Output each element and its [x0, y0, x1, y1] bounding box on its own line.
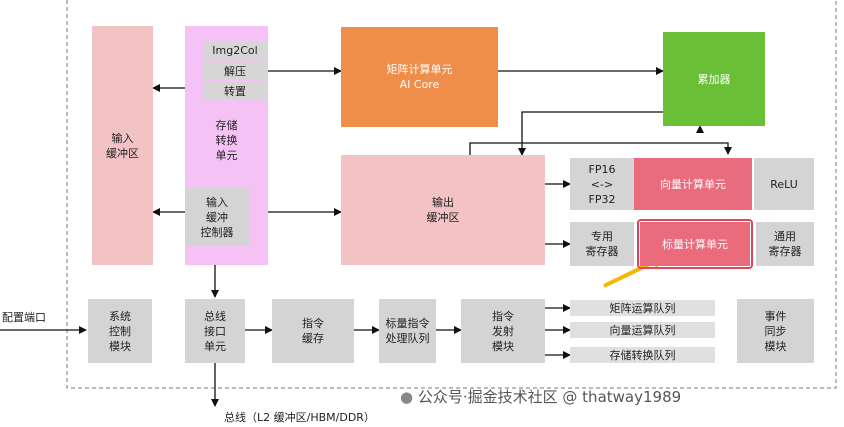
output-buffer: 输出 缓冲区 — [341, 155, 545, 265]
outer-dashed-frame — [66, 0, 837, 389]
event-sync-module: 事件 同步 模块 — [737, 299, 814, 363]
fp16-fp32-converter: FP16 <-> FP32 — [570, 158, 634, 210]
relu-unit: ReLU — [754, 158, 814, 210]
instruction-cache: 指令 缓存 — [272, 299, 354, 363]
arrow-output-to-vector — [469, 142, 732, 155]
decompress-box: 解压 — [203, 62, 267, 79]
general-register: 通用 寄存器 — [756, 222, 814, 266]
matrix-compute-unit: 矩阵计算单元 AI Core — [341, 27, 498, 127]
bus-label: 总线（L2 缓冲区/HBM/DDR） — [224, 411, 375, 424]
input-buffer-controller: 输入 缓冲 控制器 — [185, 188, 249, 246]
vector-compute-unit: 向量计算单元 — [634, 158, 752, 210]
special-register: 专用 寄存器 — [570, 222, 634, 266]
system-control-module: 系统 控制 模块 — [88, 299, 152, 363]
storage-convert-queue: 存储转换队列 — [570, 347, 715, 363]
scalar-instruction-queue: 标量指令 处理队列 — [379, 299, 436, 363]
accumulator: 累加器 — [663, 32, 765, 126]
scalar-unit-highlight — [637, 219, 753, 269]
watermark: ● 公众号·掘金技术社区 @ thatway1989 — [400, 386, 681, 407]
wechat-icon: ● — [400, 388, 414, 406]
input-buffer: 输入 缓冲区 — [92, 26, 153, 265]
matrix-op-queue: 矩阵运算队列 — [570, 300, 715, 316]
scalar-compute-unit: 标量计算单元 — [640, 222, 750, 266]
bus-interface-unit: 总线 接口 单元 — [185, 299, 245, 363]
vector-op-queue: 向量运算队列 — [570, 322, 715, 338]
instruction-dispatch-module: 指令 发射 模块 — [461, 299, 545, 363]
img2col-box: Img2Col — [203, 42, 267, 59]
config-port-label: 配置端口 — [2, 311, 46, 324]
transpose-box: 转置 — [203, 82, 267, 99]
watermark-text: 公众号·掘金技术社区 @ thatway1989 — [417, 388, 682, 406]
